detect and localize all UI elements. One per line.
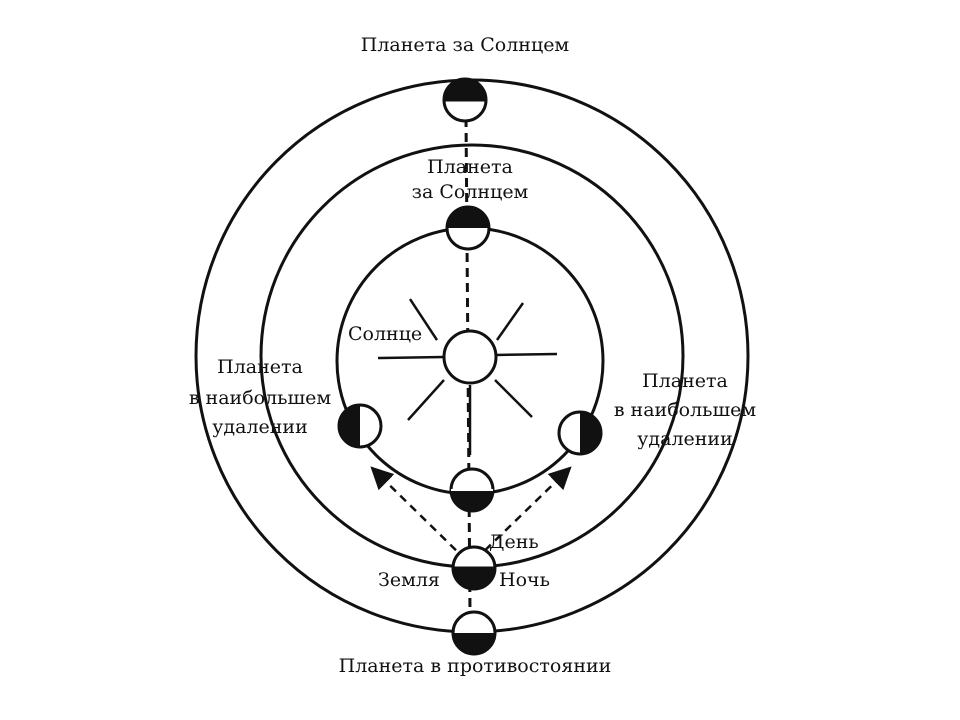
right-label-line1: Планета bbox=[642, 370, 728, 392]
earth bbox=[451, 545, 497, 591]
top-inner-label-line1: Планета bbox=[427, 156, 513, 178]
left-label-line1: Планета bbox=[217, 356, 303, 378]
night-label: Ночь bbox=[499, 569, 550, 591]
sun bbox=[442, 329, 498, 385]
inner-planet-superior-conjunction bbox=[445, 205, 491, 251]
right-label-line2: в наибольшем bbox=[613, 399, 757, 421]
top-outer-label: Планета за Солнцем bbox=[360, 34, 570, 56]
left-label-line3: удалении bbox=[212, 416, 308, 438]
left-label-line2: в наибольшем bbox=[188, 387, 332, 409]
outer-planet-conjunction bbox=[442, 77, 488, 123]
top-inner-label-line2: за Солнцем bbox=[411, 181, 529, 203]
sun-label: Солнце bbox=[348, 323, 423, 345]
day-label: День bbox=[489, 531, 539, 553]
arrow-to-left-elongation bbox=[370, 466, 467, 561]
earth-label: Земля bbox=[378, 569, 440, 591]
inner-planet-left-elongation bbox=[337, 403, 383, 449]
outer-planet-opposition bbox=[451, 610, 497, 656]
sun-rays bbox=[377, 298, 558, 455]
inner-planet-right-elongation bbox=[557, 410, 603, 456]
right-label-line3: удалении bbox=[637, 428, 733, 450]
inner-planet-inferior-conjunction bbox=[449, 467, 495, 513]
bottom-label: Планета в противостоянии bbox=[338, 655, 612, 677]
